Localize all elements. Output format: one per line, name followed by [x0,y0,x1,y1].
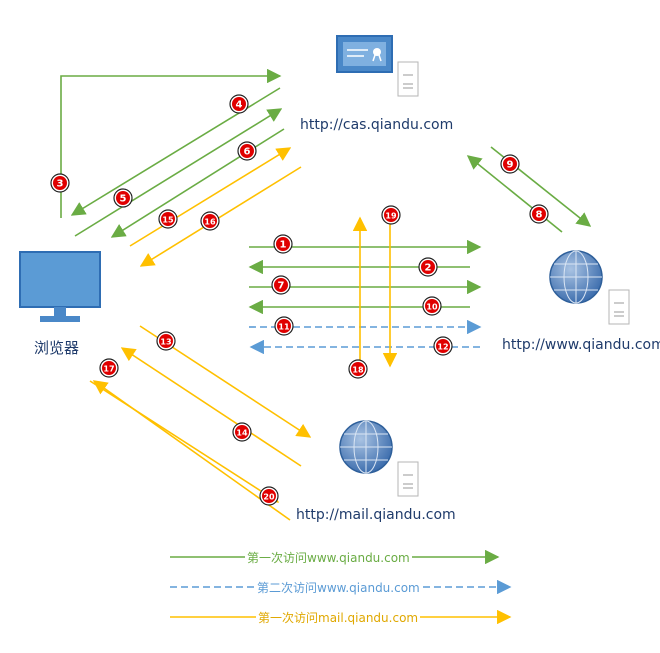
step-number: 12 [437,343,448,352]
arrow-step-5 [74,108,283,237]
legend-text-3: 第一次访问mail.qiandu.com [256,609,421,626]
step-badge-10: 10 [422,296,442,316]
step-number: 17 [103,365,114,374]
step-badge-8: 8 [529,204,549,224]
legend-text-2: 第二次访问www.qiandu.com [255,579,422,596]
step-badge-4: 4 [229,94,249,114]
step-badge-20: 20 [259,486,279,506]
step-number: 8 [536,210,543,221]
legend-text-1: 第一次访问www.qiandu.com [245,549,412,566]
step-badge-11: 11 [274,316,294,336]
cas-url-label: http://cas.qiandu.com [300,117,454,133]
step-number: 18 [352,366,364,375]
step-badge-2: 2 [418,257,438,277]
step-badge-17: 17 [99,358,119,378]
step-number: 16 [204,218,216,227]
step-number: 11 [278,323,290,332]
step-number: 14 [236,429,248,438]
arrow-step-16 [139,166,302,267]
mail-server-icon [339,420,419,497]
arrow-step-17 [92,380,291,521]
step-badge-1: 1 [273,234,293,254]
step-badge-12: 12 [433,336,453,356]
step-number: 15 [162,216,174,225]
step-badge-6: 6 [237,141,257,161]
step-badge-19: 19 [381,205,401,225]
arrow-step-14 [120,347,302,467]
step-number: 13 [160,338,171,347]
step-number: 1 [280,240,287,251]
step-number: 7 [278,281,285,292]
step-badge-13: 13 [156,331,176,351]
step-number: 19 [385,212,397,221]
www-url-label: http://www.qiandu.com [502,337,660,353]
step-number: 20 [263,493,275,502]
cas-server-icon [336,35,419,97]
step-badge-9: 9 [500,154,520,174]
step-badge-15: 15 [158,209,178,229]
browser-monitor-icon [19,251,101,322]
step-badge-16: 16 [200,211,220,231]
step-number: 4 [236,100,243,111]
arrow-step-3 [60,68,282,218]
mail-url-label: http://mail.qiandu.com [296,507,456,523]
step-badge-7: 7 [271,275,291,295]
step-number: 5 [120,194,127,205]
step-number: 6 [244,147,251,158]
arrow-step-15 [129,147,292,247]
step-badge-3: 3 [50,173,70,193]
arrow-step-20 [89,380,280,503]
step-number: 2 [425,263,432,274]
step-number: 10 [426,303,438,312]
arrow-step-6 [110,128,285,238]
step-number: 3 [57,179,64,190]
www-server-icon [549,250,630,325]
step-badge-14: 14 [232,422,252,442]
browser-label: 浏览器 [34,339,80,357]
step-badge-5: 5 [113,188,133,208]
step-number: 9 [507,160,514,171]
step-badge-18: 18 [348,359,368,379]
